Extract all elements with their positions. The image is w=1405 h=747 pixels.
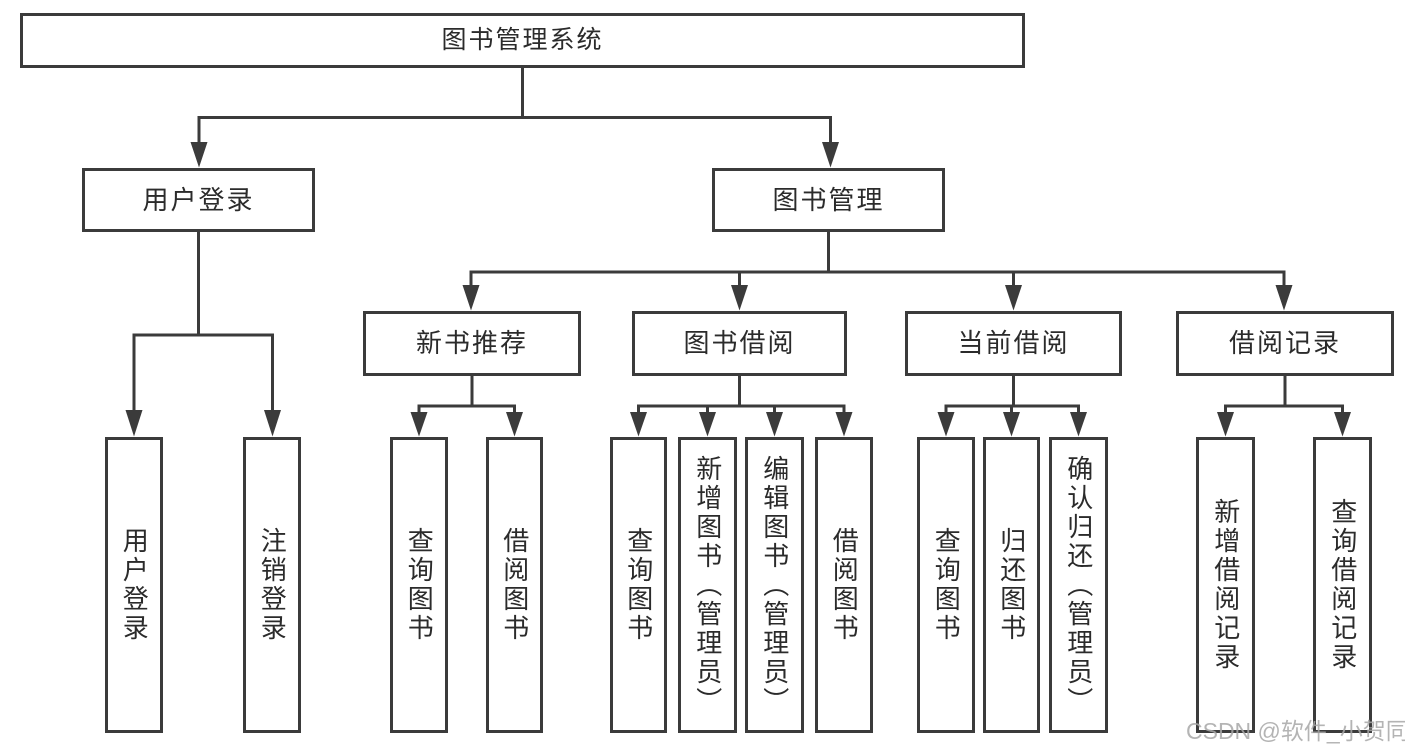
node-label: 用户登录 — [119, 527, 150, 643]
node-label: 归还图书 — [996, 527, 1027, 643]
node-label: 新书推荐 — [415, 328, 528, 359]
leaf-query-borrow-record: 查询借阅记录 — [1313, 437, 1372, 733]
node-label: 借阅图书 — [829, 527, 860, 643]
leaf-query-books-borrowing: 查询图书 — [610, 437, 667, 733]
node-label: 图书管理系统 — [441, 25, 604, 54]
csdn-watermark: CSDN @软件_小贺同学 — [1186, 718, 1405, 744]
leaf-confirm-return-admin: 确认归还（管理员） — [1049, 437, 1108, 733]
node-label: 编辑图书（管理员） — [759, 454, 790, 716]
node-label: 确认归还（管理员） — [1063, 454, 1094, 716]
node-user-login: 用户登录 — [82, 168, 315, 232]
node-label: 借阅记录 — [1228, 328, 1341, 359]
node-book-management: 图书管理 — [712, 168, 945, 232]
node-label: 查询图书 — [623, 527, 654, 643]
leaf-borrow-books-borrowing: 借阅图书 — [815, 437, 873, 733]
node-label: 新增图书（管理员） — [692, 454, 723, 716]
node-label: 查询借阅记录 — [1327, 498, 1358, 672]
node-label: 新增借阅记录 — [1210, 498, 1241, 672]
node-book-borrowing: 图书借阅 — [632, 311, 847, 376]
node-borrowing-records: 借阅记录 — [1176, 311, 1394, 376]
leaf-return-books: 归还图书 — [983, 437, 1040, 733]
leaf-add-book-admin: 新增图书（管理员） — [678, 437, 737, 733]
node-label: 查询图书 — [404, 527, 435, 643]
leaf-edit-book-admin: 编辑图书（管理员） — [745, 437, 804, 733]
node-current-borrowing: 当前借阅 — [905, 311, 1122, 376]
leaf-query-books-current: 查询图书 — [917, 437, 975, 733]
node-label: 注销登录 — [257, 527, 288, 643]
leaf-add-borrow-record: 新增借阅记录 — [1196, 437, 1255, 733]
leaf-query-books-recommend: 查询图书 — [390, 437, 448, 733]
node-label: 图书管理 — [772, 184, 885, 215]
node-label: 图书借阅 — [683, 328, 796, 359]
node-new-book-recommendation: 新书推荐 — [363, 311, 581, 376]
node-label: 当前借阅 — [957, 328, 1070, 359]
leaf-borrow-books-recommend: 借阅图书 — [486, 437, 543, 733]
leaf-user-login: 用户登录 — [105, 437, 163, 733]
node-label: 借阅图书 — [499, 527, 530, 643]
node-library-management-system: 图书管理系统 — [20, 13, 1025, 68]
leaf-logout: 注销登录 — [243, 437, 301, 733]
node-label: 查询图书 — [931, 527, 962, 643]
node-label: 用户登录 — [142, 184, 255, 215]
